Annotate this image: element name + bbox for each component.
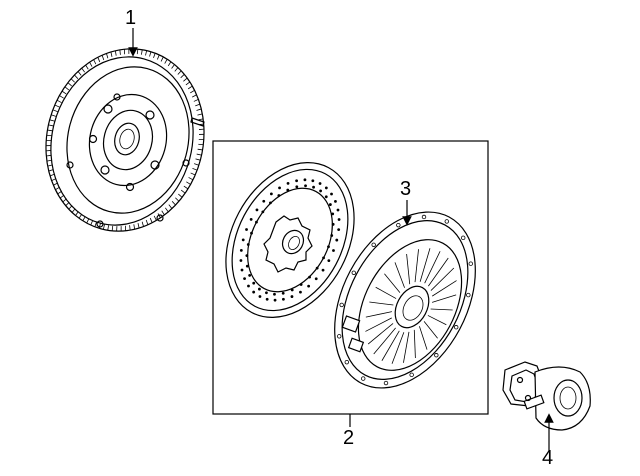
- rivet-dot: [327, 259, 330, 262]
- rivet-dot: [312, 186, 315, 189]
- rivet-dot: [256, 208, 259, 211]
- rivet-dot: [325, 187, 328, 190]
- rivet-dot: [319, 190, 322, 193]
- rivet-dot: [245, 254, 248, 257]
- rivet-dot: [319, 182, 322, 185]
- rivet-dot: [246, 265, 249, 268]
- rivet-dot: [331, 212, 334, 215]
- rivet-dot: [243, 277, 246, 280]
- rivet-dot: [266, 298, 269, 301]
- rivet-dot: [250, 232, 253, 235]
- rivet-dot: [247, 243, 250, 246]
- rivet-dot: [299, 291, 302, 294]
- callout-2: 2: [343, 428, 354, 448]
- rivet-dot: [337, 209, 340, 212]
- rivet-dot: [291, 289, 294, 292]
- rivet-dot: [295, 179, 298, 182]
- rivet-dot: [286, 189, 289, 192]
- rivet-dot: [245, 228, 248, 231]
- rivet-dot: [334, 200, 337, 203]
- rivet-dot: [248, 274, 251, 277]
- rivet-dot: [300, 283, 303, 286]
- rivet-dot: [291, 295, 294, 298]
- rivet-dot: [252, 291, 255, 294]
- rivet-dot: [255, 221, 258, 224]
- rivet-dot: [259, 295, 262, 298]
- rivet-dot: [315, 277, 318, 280]
- rivet-dot: [252, 282, 255, 285]
- rivet-dot: [242, 239, 245, 242]
- rivet-dot: [282, 292, 285, 295]
- rivet-dot: [329, 203, 332, 206]
- rivet-dot: [332, 223, 335, 226]
- callout-1: 1: [125, 8, 136, 28]
- rivet-dot: [304, 178, 307, 181]
- rivet-dot: [247, 285, 250, 288]
- rivet-dot: [311, 179, 314, 182]
- rivet-dot: [330, 193, 333, 196]
- rivet-dot: [316, 267, 319, 270]
- rivet-dot: [332, 249, 335, 252]
- rivet-dot: [304, 184, 307, 187]
- rivet-dot: [277, 194, 280, 197]
- flywheel-tooth: [120, 50, 121, 55]
- rivet-dot: [273, 293, 276, 296]
- rivet-dot: [261, 211, 264, 214]
- rivet-dot: [274, 299, 277, 302]
- rivet-dot: [262, 200, 265, 203]
- rivet-dot: [325, 195, 328, 198]
- rivet-dot: [330, 234, 333, 237]
- rivet-dot: [250, 218, 253, 221]
- callout-3: 3: [400, 179, 411, 199]
- rivet-dot: [327, 245, 330, 248]
- rivet-dot: [337, 228, 340, 231]
- flywheel: [26, 28, 224, 249]
- rivet-dot: [269, 201, 272, 204]
- rivet-dot: [240, 259, 243, 262]
- rivet-dot: [307, 285, 310, 288]
- rivet-dot: [241, 269, 244, 272]
- rivet-dot: [258, 288, 261, 291]
- rivet-dot: [240, 249, 243, 252]
- rivet-dot: [295, 185, 298, 188]
- rivet-dot: [270, 192, 273, 195]
- rivet-dot: [282, 298, 285, 301]
- rivet-dot: [287, 182, 290, 185]
- release-bearing: [503, 362, 590, 452]
- rivet-dot: [335, 239, 338, 242]
- rivet-dot: [265, 291, 268, 294]
- rivet-dot: [308, 276, 311, 279]
- rivet-dot: [322, 269, 325, 272]
- rivet-dot: [278, 186, 281, 189]
- rivet-dot: [338, 218, 341, 221]
- rivet-dot: [322, 256, 325, 259]
- callout-4: 4: [542, 448, 553, 468]
- flywheel-tooth: [130, 225, 131, 230]
